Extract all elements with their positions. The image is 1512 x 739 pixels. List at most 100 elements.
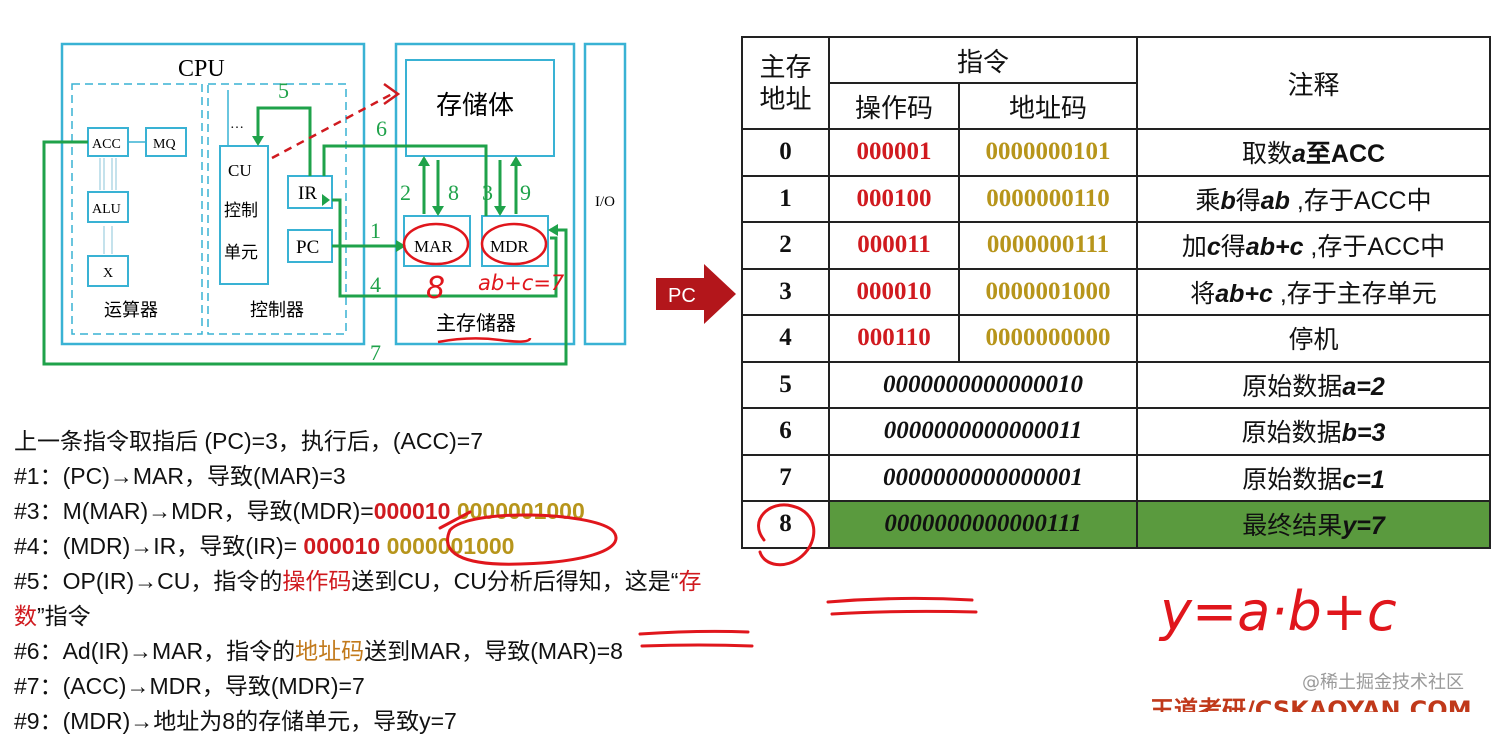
alu-label: ALU [92, 202, 121, 217]
io-label: I/O [595, 194, 615, 210]
cell-note: 原始数据c=1 [1136, 453, 1492, 502]
header-address: 主存 地址 [741, 36, 830, 130]
table-row: 0 000001 0000000101 取数a至ACC [741, 128, 1492, 177]
table-row: 5 0000000000000010 原始数据a=2 [741, 360, 1492, 409]
storage-body-box [405, 59, 555, 157]
table-row: 1 000100 0000000110 乘b得ab ,存于ACC中 [741, 174, 1492, 223]
cell-address-code: 0000000110 [957, 174, 1139, 223]
step-line-1: #1：(PC)→MAR，导致(MAR)=3 [14, 463, 346, 489]
step-label-2: 2 [400, 180, 411, 205]
cell-data-word: 0000000000000001 [827, 453, 1139, 502]
pc-box [287, 229, 333, 263]
step-line-3: #3：M(MAR)→MDR，导致(MDR)=000010 0000001000 [14, 498, 585, 524]
cell-opcode: 000011 [828, 221, 960, 270]
header-address-code: 地址码 [957, 82, 1139, 130]
header-note: 注释 [1136, 36, 1492, 130]
step-line-9: #9：(MDR)→地址为8的存储单元，导致y=7 [14, 708, 457, 734]
header-opcode: 操作码 [828, 82, 960, 130]
step-label-6: 6 [376, 116, 387, 141]
watermark: @稀土掘金技术社区 [1302, 672, 1464, 693]
step-label-1: 1 [370, 218, 381, 243]
table-row: 7 0000000000000001 原始数据c=1 [741, 453, 1492, 502]
table-row: 6 0000000000000011 原始数据b=3 [741, 407, 1492, 456]
cpu-label: CPU [178, 56, 225, 82]
cell-address-code: 0000001000 [957, 267, 1139, 316]
table-row: 3 000010 0000001000 将ab+c ,存于主存单元 [741, 267, 1492, 316]
x-box [87, 255, 129, 287]
mdr-label: MDR [490, 237, 529, 256]
step-line-6: #6：Ad(IR)→MAR，指令的地址码送到MAR，导致(MAR)=8 [14, 638, 623, 664]
main-memory-label: 主存储器 [436, 312, 516, 335]
cell-note: 取数a至ACC [1136, 128, 1492, 177]
step-line-7: #7：(ACC)→MDR，导致(MDR)=7 [14, 673, 365, 699]
header-instruction: 指令 [827, 36, 1139, 84]
step-label-4: 4 [370, 272, 381, 297]
step-line-intro: 上一条指令取指后 (PC)=3，执行后，(ACC)=7 [14, 428, 483, 454]
io-box [583, 42, 627, 346]
table-row-final: 8 0000000000000111 最终结果y=7 [741, 500, 1492, 549]
cell-addr: 8 [741, 500, 830, 549]
cell-addr: 2 [741, 221, 830, 270]
table-row: 4 000110 0000000000 停机 [741, 314, 1492, 363]
cell-addr: 6 [741, 407, 830, 456]
step-line-4: #4：(MDR)→IR，导致(IR)= 000010 0000001000 [14, 533, 515, 559]
step-label-7: 7 [370, 340, 381, 365]
pc-arrow-label: PC [668, 285, 696, 307]
cell-note: 最终结果y=7 [1136, 500, 1492, 549]
alu-unit-label: 运算器 [104, 300, 158, 320]
cell-data-word: 0000000000000111 [827, 500, 1139, 549]
cu-line-1: 控制 [224, 201, 258, 220]
control-region [207, 83, 347, 335]
cell-note: 加c得ab+c ,存于ACC中 [1136, 221, 1492, 270]
cell-addr: 7 [741, 453, 830, 502]
handwritten-mar-value: 8 [426, 271, 445, 306]
table-row: 2 000011 0000000111 加c得ab+c ,存于ACC中 [741, 221, 1492, 270]
cell-data-word: 0000000000000011 [827, 407, 1139, 456]
cell-address-code: 0000000101 [957, 128, 1139, 177]
cell-note: 乘b得ab ,存于ACC中 [1136, 174, 1492, 223]
cell-addr: 0 [741, 128, 830, 177]
execution-steps: 上一条指令取指后 (PC)=3，执行后，(ACC)=7 #1：(PC)→MAR，… [14, 424, 744, 739]
cell-note: 停机 [1136, 314, 1492, 363]
ir-label: IR [298, 183, 317, 204]
pc-pointer-arrow: PC [656, 264, 736, 324]
step-label-8: 8 [448, 180, 459, 205]
main-memory-box [394, 42, 576, 346]
cu-line-0: CU [228, 161, 252, 180]
cell-note: 原始数据a=2 [1136, 360, 1492, 409]
cell-addr: 1 [741, 174, 830, 223]
alu-box [87, 191, 129, 223]
cu-box [219, 145, 269, 285]
step-label-9: 9 [520, 180, 531, 205]
handwritten-mdr-value: ab+c=7 [478, 271, 565, 295]
cell-opcode: 000010 [828, 267, 960, 316]
step-line-5: #5：OP(IR)→CU，指令的操作码送到CU，CU分析后得知，这是“存数”指令 [14, 568, 702, 629]
acc-label: ACC [92, 137, 121, 152]
alu-region [71, 83, 203, 335]
cpu-memory-diagram: CPU ACC MQ ALU X 运算器 CU 控制 单元 … IR PC 控制… [42, 42, 627, 366]
memory-instruction-table: 主存 地址 指令 注释 操作码 地址码 0 000001 0000000101 … [741, 36, 1492, 549]
cell-opcode: 000100 [828, 174, 960, 223]
cell-address-code: 0000000111 [957, 221, 1139, 270]
control-unit-label: 控制器 [250, 300, 304, 320]
cell-note: 原始数据b=3 [1136, 407, 1492, 456]
handwritten-formula: y=a·b+c [1158, 580, 1397, 643]
storage-body-label: 存储体 [436, 90, 514, 120]
cell-note: 将ab+c ,存于主存单元 [1136, 267, 1492, 316]
cpu-box [60, 42, 366, 346]
cell-address-code: 0000000000 [957, 314, 1139, 363]
pc-label: PC [296, 237, 319, 258]
mar-label: MAR [414, 237, 453, 256]
x-label: X [103, 266, 113, 281]
cell-addr: 4 [741, 314, 830, 363]
mq-label: MQ [153, 137, 176, 152]
cu-line-2: 单元 [224, 243, 258, 262]
cell-opcode: 000001 [828, 128, 960, 177]
cell-addr: 5 [741, 360, 830, 409]
step-label-3: 3 [482, 180, 493, 205]
cell-opcode: 000110 [828, 314, 960, 363]
step-label-5: 5 [278, 78, 289, 103]
footer-partial: 王道考研/CSKAOYAN.COM [1150, 696, 1472, 712]
acc-box [87, 127, 129, 157]
cell-data-word: 0000000000000010 [827, 360, 1139, 409]
